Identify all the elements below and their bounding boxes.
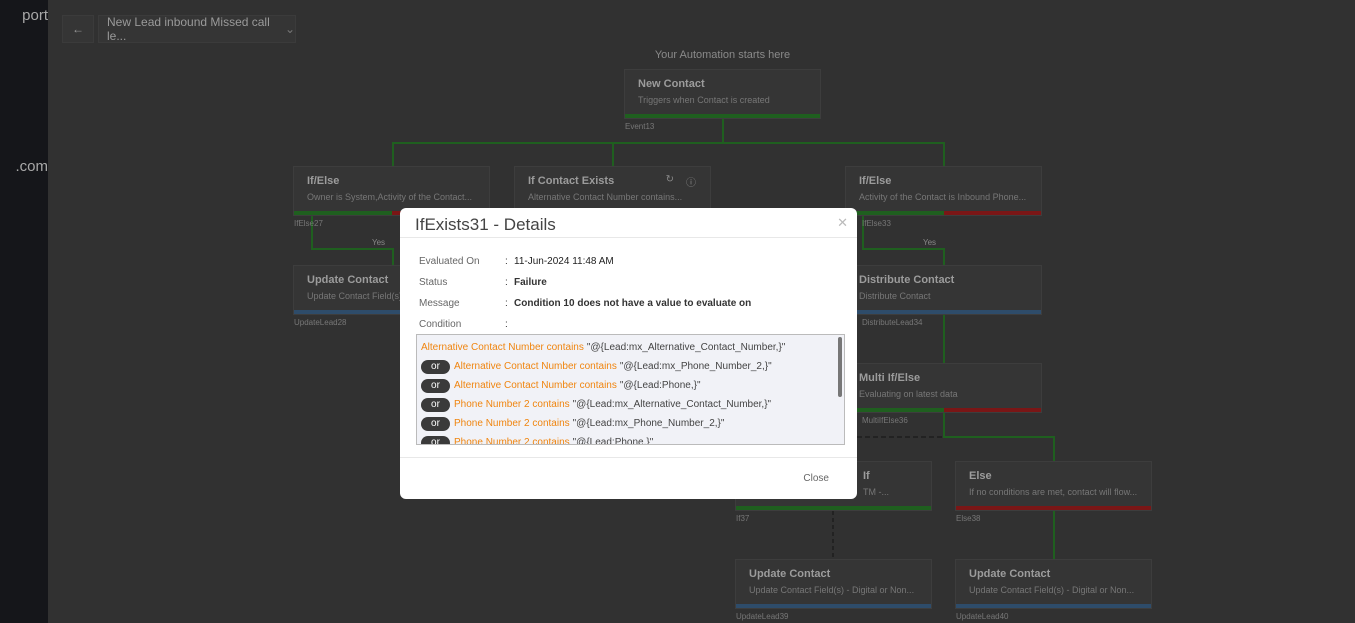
condition-list[interactable]: Alternative Contact Number contains"@{Le… bbox=[416, 334, 845, 445]
condition-item: Alternative Contact Number contains"@{Le… bbox=[421, 342, 786, 353]
yes-label: Yes bbox=[923, 238, 937, 247]
modal-title: IfExists31 - Details bbox=[415, 215, 556, 234]
details-modal: IfExists31 - Details✕ Evaluated On:11-Ju… bbox=[400, 208, 857, 499]
sidebar: port .com bbox=[0, 0, 48, 623]
starts-label: Your Automation starts here bbox=[654, 49, 791, 61]
or-badge: or bbox=[421, 359, 450, 374]
chevron-down-icon: ⌄ bbox=[284, 22, 295, 36]
back-button[interactable]: ← bbox=[62, 15, 94, 43]
sidebar-text: .com bbox=[15, 158, 48, 175]
message-value: Condition 10 does not have a value to ev… bbox=[514, 298, 752, 309]
scrollbar[interactable] bbox=[838, 337, 842, 397]
refresh-icon[interactable]: ↻ bbox=[665, 174, 674, 185]
or-badge: or bbox=[421, 378, 450, 393]
or-badge: or bbox=[421, 435, 450, 444]
evaluated-on-label: Evaluated On bbox=[419, 256, 480, 267]
info-icon[interactable]: ⓘ bbox=[686, 178, 696, 189]
condition-label: Condition bbox=[419, 319, 462, 330]
sidebar-text: port bbox=[22, 7, 48, 24]
status-label: Status bbox=[419, 277, 448, 288]
or-badge: or bbox=[421, 397, 450, 412]
arrow-left-icon: ← bbox=[72, 22, 84, 36]
message-label: Message bbox=[419, 298, 460, 309]
yes-label: Yes bbox=[372, 238, 386, 247]
or-badge: or bbox=[421, 416, 450, 431]
evaluated-on-value: 11-Jun-2024 11:48 AM bbox=[514, 256, 614, 267]
close-icon[interactable]: ✕ bbox=[837, 215, 848, 230]
status-value: Failure bbox=[514, 277, 547, 288]
close-button[interactable]: Close bbox=[803, 473, 829, 484]
workflow-name: New Lead inbound Missed call le... bbox=[107, 15, 270, 43]
workflow-dropdown[interactable]: New Lead inbound Missed call le... ⌄ bbox=[98, 15, 296, 43]
